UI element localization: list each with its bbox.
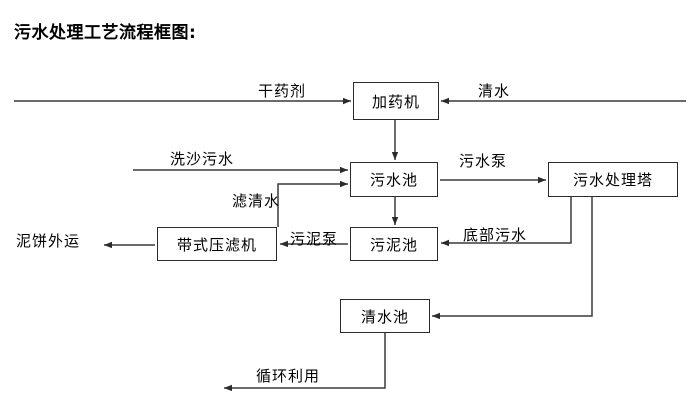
node-sludge-pool[interactable]: 污泥池 [350, 227, 438, 261]
label-sand-washing-wastewater: 洗沙污水 [170, 150, 235, 168]
node-sewage-pool[interactable]: 污水池 [350, 162, 438, 197]
label-recycle-reuse: 循环利用 [256, 367, 321, 385]
node-label: 污水池 [369, 171, 418, 189]
node-label: 污泥池 [369, 235, 418, 254]
node-clear-water-pool[interactable]: 清水池 [340, 299, 430, 333]
label-sewage-pump: 污水泵 [459, 152, 508, 170]
edge-tower-bottom-sewage-to-sludge-pool [441, 197, 572, 247]
label-mud-cake-transport-out: 泥饼外运 [16, 232, 81, 250]
label-dry-chemical: 干药剂 [258, 82, 307, 100]
node-treatment-tower[interactable]: 污水处理塔 [548, 162, 678, 197]
edge-tower-to-clear-pool [432, 197, 593, 320]
label-clean-water-input: 清水 [478, 82, 511, 100]
node-label: 带式压滤机 [176, 235, 257, 254]
label-sludge-pump: 污泥泵 [290, 230, 339, 248]
label-bottom-sewage: 底部污水 [463, 226, 528, 244]
node-belt-filter-press[interactable]: 带式压滤机 [157, 227, 277, 261]
node-label: 加药机 [371, 92, 420, 111]
node-label: 清水池 [360, 307, 409, 326]
node-dosing-machine[interactable]: 加药机 [353, 82, 439, 120]
edge-clear-pool-to-recycle [224, 333, 386, 392]
node-label: 污水处理塔 [572, 171, 653, 189]
label-filtered-clear-water: 滤清水 [232, 192, 281, 210]
edge-filtered-water-to-sewage-pool [277, 180, 348, 227]
page-title: 污水处理工艺流程框图: [14, 23, 197, 43]
